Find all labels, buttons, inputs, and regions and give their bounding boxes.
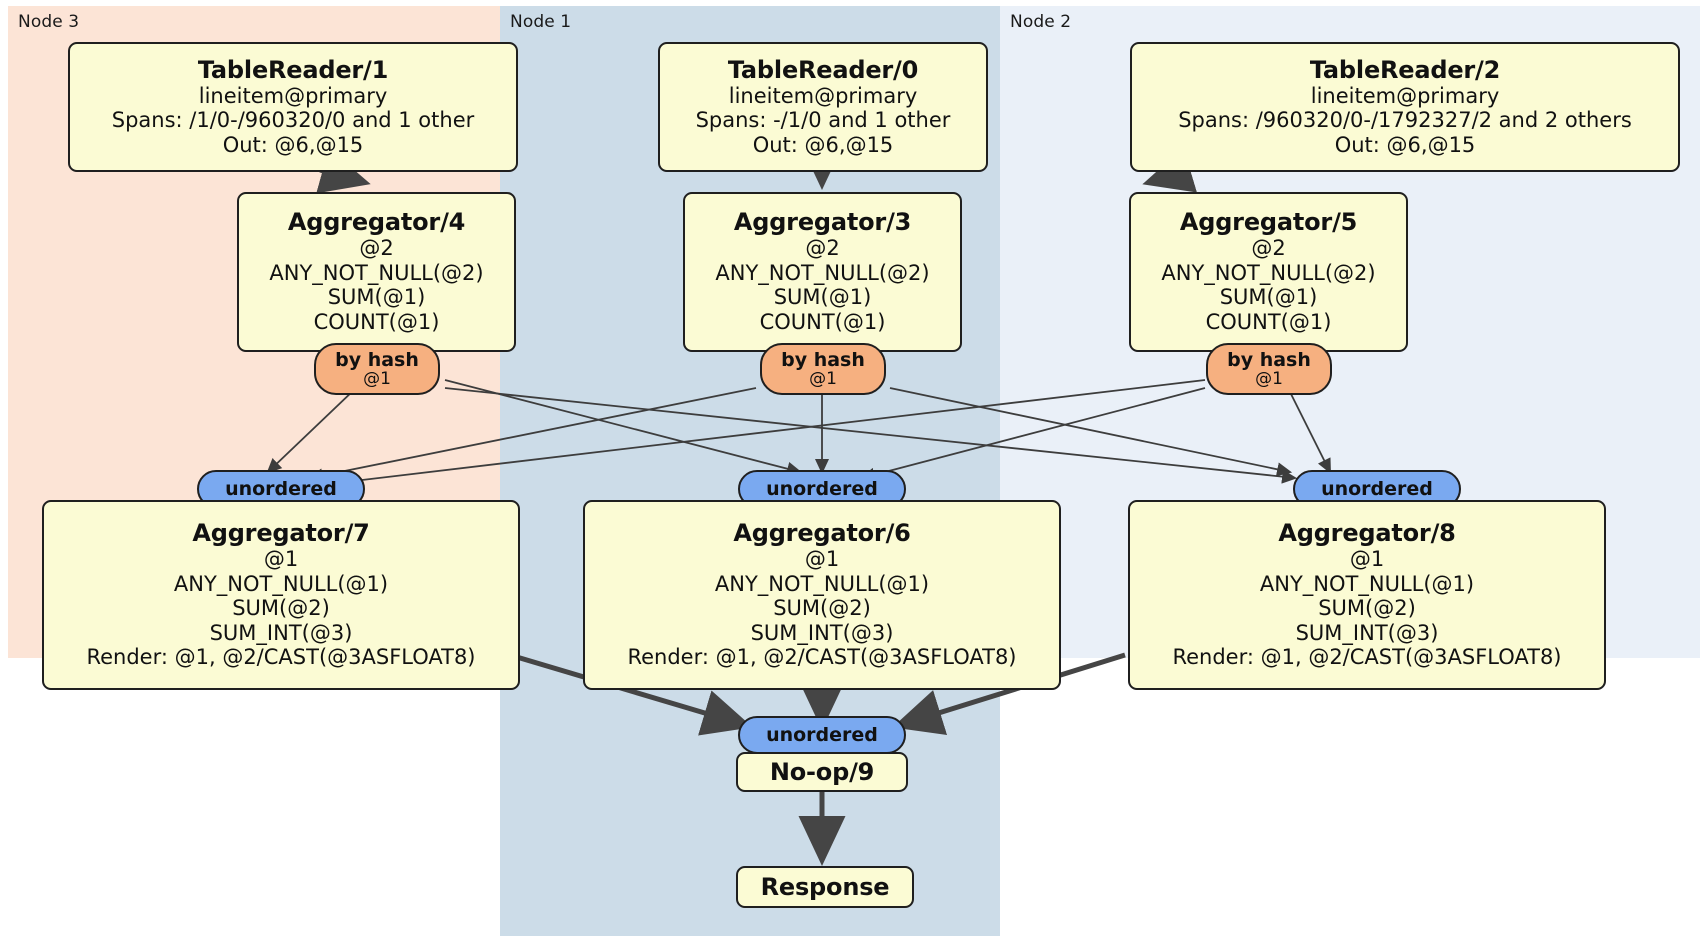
box-title: TableReader/0	[727, 55, 919, 84]
box-aggregator-5[interactable]: Aggregator/5 @2 ANY_NOT_NULL(@2) SUM(@1)…	[1129, 192, 1408, 352]
box-line: Out: @6,@15	[222, 132, 364, 157]
box-line: SUM_INT(@3)	[209, 620, 353, 645]
router-by-hash-center[interactable]: by hash @1	[760, 343, 886, 395]
router-by-hash-right[interactable]: by hash @1	[1206, 343, 1332, 395]
box-title: Aggregator/4	[287, 208, 466, 237]
box-aggregator-7[interactable]: Aggregator/7 @1 ANY_NOT_NULL(@1) SUM(@2)…	[42, 500, 520, 690]
box-line: lineitem@primary	[198, 83, 388, 108]
box-line: @2	[1251, 236, 1286, 261]
box-line: COUNT(@1)	[759, 310, 886, 334]
box-title: Response	[760, 872, 890, 901]
router-sublabel: @1	[1255, 368, 1283, 389]
box-line: ANY_NOT_NULL(@2)	[1161, 260, 1376, 285]
box-line: Render: @1, @2/CAST(@3ASFLOAT8)	[627, 645, 1017, 670]
box-line: SUM(@1)	[773, 285, 872, 310]
box-line: COUNT(@1)	[313, 310, 440, 334]
router-label: by hash	[1227, 348, 1311, 371]
box-line: ANY_NOT_NULL(@2)	[715, 260, 930, 285]
box-line: SUM(@2)	[1318, 596, 1416, 621]
node-region-label-node2: Node 2	[1010, 12, 1072, 32]
box-line: ANY_NOT_NULL(@1)	[714, 571, 930, 596]
box-line: Out: @6,@15	[1334, 132, 1476, 157]
box-title: Aggregator/7	[192, 519, 370, 548]
box-line: ANY_NOT_NULL(@2)	[269, 260, 484, 285]
box-table-reader-2[interactable]: TableReader/2 lineitem@primary Spans: /9…	[1130, 42, 1680, 172]
box-line: @1	[1349, 547, 1385, 572]
box-line: ANY_NOT_NULL(@1)	[173, 571, 389, 596]
box-no-op-9[interactable]: No-op/9	[736, 752, 908, 792]
box-line: lineitem@primary	[728, 83, 918, 108]
box-line: Out: @6,@15	[752, 132, 894, 157]
box-line: SUM(@1)	[327, 285, 426, 310]
router-sublabel: @1	[363, 368, 391, 389]
box-title: TableReader/1	[197, 55, 389, 84]
box-line: Render: @1, @2/CAST(@3ASFLOAT8)	[86, 645, 476, 670]
box-line: @2	[805, 236, 840, 261]
box-table-reader-0[interactable]: TableReader/0 lineitem@primary Spans: -/…	[658, 42, 988, 172]
box-aggregator-6[interactable]: Aggregator/6 @1 ANY_NOT_NULL(@1) SUM(@2)…	[583, 500, 1061, 690]
box-line: lineitem@primary	[1310, 83, 1500, 108]
box-line: Render: @1, @2/CAST(@3ASFLOAT8)	[1172, 645, 1562, 670]
box-line: Spans: -/1/0 and 1 other	[695, 108, 951, 133]
box-line: ANY_NOT_NULL(@1)	[1259, 571, 1475, 596]
synchronizer-label: unordered	[766, 723, 878, 746]
box-title: Aggregator/8	[1278, 519, 1456, 548]
box-line: SUM_INT(@3)	[1295, 620, 1439, 645]
box-line: SUM(@2)	[232, 596, 330, 621]
synchronizer-unordered-final[interactable]: unordered	[738, 716, 906, 754]
box-line: @1	[263, 547, 299, 572]
box-line: SUM(@2)	[773, 596, 871, 621]
router-label: by hash	[335, 348, 419, 371]
box-line: Spans: /960320/0-/1792327/2 and 2 others	[1178, 108, 1632, 133]
box-line: SUM(@1)	[1219, 285, 1318, 310]
box-response[interactable]: Response	[736, 866, 914, 908]
box-title: Aggregator/5	[1179, 208, 1358, 237]
box-aggregator-8[interactable]: Aggregator/8 @1 ANY_NOT_NULL(@1) SUM(@2)…	[1128, 500, 1606, 690]
box-aggregator-3[interactable]: Aggregator/3 @2 ANY_NOT_NULL(@2) SUM(@1)…	[683, 192, 962, 352]
router-sublabel: @1	[809, 368, 837, 389]
synchronizer-label: unordered	[225, 477, 337, 500]
router-label: by hash	[781, 348, 865, 371]
box-table-reader-1[interactable]: TableReader/1 lineitem@primary Spans: /1…	[68, 42, 518, 172]
box-line: @2	[359, 236, 394, 261]
box-title: TableReader/2	[1309, 55, 1501, 84]
box-line: COUNT(@1)	[1205, 310, 1332, 334]
synchronizer-label: unordered	[1321, 477, 1433, 500]
synchronizer-label: unordered	[766, 477, 878, 500]
box-line: @1	[804, 547, 840, 572]
box-aggregator-4[interactable]: Aggregator/4 @2 ANY_NOT_NULL(@2) SUM(@1)…	[237, 192, 516, 352]
router-by-hash-left[interactable]: by hash @1	[314, 343, 440, 395]
box-title: Aggregator/3	[733, 208, 912, 237]
box-title: No-op/9	[769, 757, 875, 786]
node-region-label-node1: Node 1	[510, 12, 572, 32]
box-line: Spans: /1/0-/960320/0 and 1 other	[111, 108, 475, 133]
node-region-label-node3: Node 3	[18, 12, 80, 32]
box-line: SUM_INT(@3)	[750, 620, 894, 645]
box-title: Aggregator/6	[733, 519, 911, 548]
